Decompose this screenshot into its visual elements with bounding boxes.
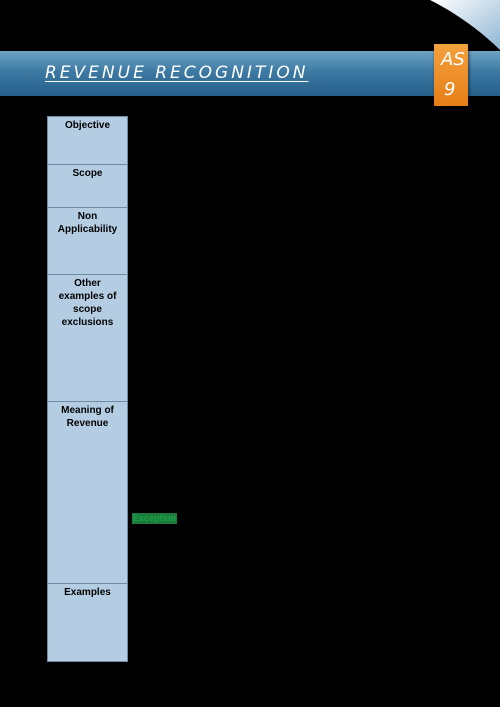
topic-label: Objective <box>64 120 111 131</box>
topic-row-non-applicability: Non Applicability <box>48 208 127 275</box>
standard-badge-number: 9 <box>444 79 456 100</box>
topic-label: Other examples of scope exclusions <box>58 278 117 328</box>
standard-badge-prefix: AS <box>441 49 465 70</box>
topic-row-scope: Scope <box>48 165 127 208</box>
topic-label: Non Applicability <box>57 211 118 235</box>
standard-badge <box>434 44 468 106</box>
topic-label: Scope <box>72 168 103 179</box>
topic-label: Examples <box>64 587 111 598</box>
topic-label: Meaning of Revenue <box>61 405 114 429</box>
topic-row-examples: Examples <box>48 584 127 661</box>
highlighted-annotation: Exception <box>132 513 178 524</box>
topic-row-objective: Objective <box>48 117 127 165</box>
page-title: REVENUE RECOGNITION <box>45 63 309 83</box>
topic-sidebar-table: Objective Scope Non Applicability Other … <box>47 116 128 662</box>
topic-row-scope-exclusions: Other examples of scope exclusions <box>48 275 127 402</box>
corner-decoration <box>430 0 500 50</box>
topic-row-meaning-of-revenue: Meaning of Revenue <box>48 402 127 584</box>
title-banner <box>0 51 500 96</box>
